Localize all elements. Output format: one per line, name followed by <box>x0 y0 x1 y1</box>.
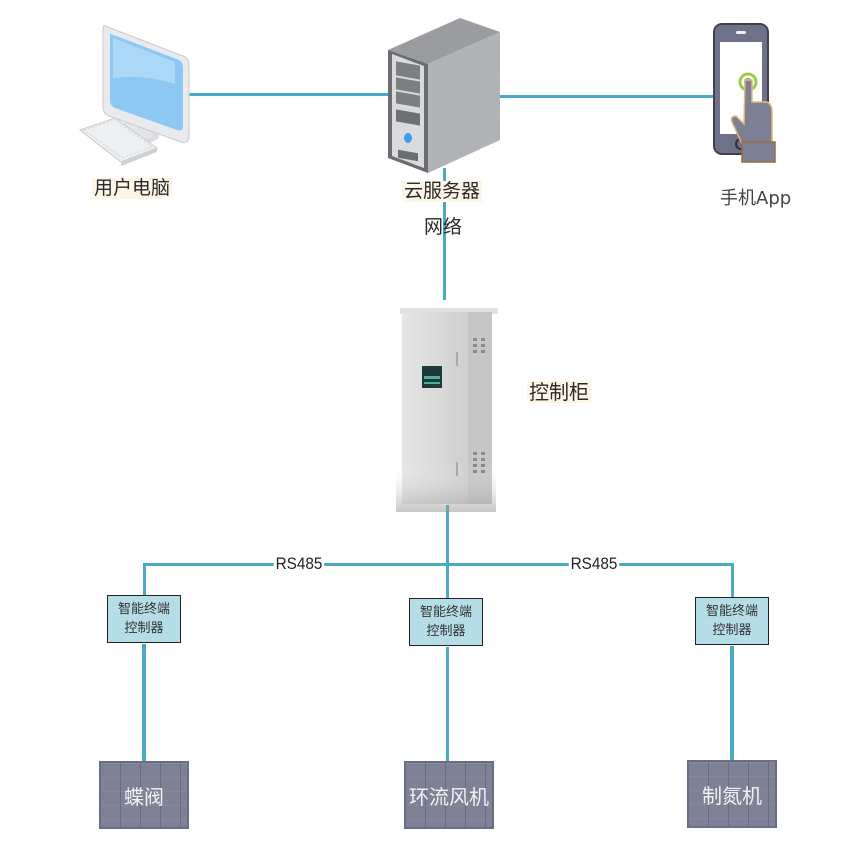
rs485-bus <box>143 563 734 566</box>
rs485-label-right: RS485 <box>568 554 620 573</box>
bus-drop-center <box>446 563 449 598</box>
link-pc-server <box>188 93 393 96</box>
control-cabinet-label: 控制柜 <box>527 380 591 404</box>
link-ctrl-center-device <box>446 647 449 762</box>
device-label: 蝶阀 <box>124 784 164 809</box>
terminal-controller-center: 智能终端 控制器 <box>409 598 483 646</box>
controller-label-line1: 智能终端 <box>705 604 758 619</box>
link-server-cabinet <box>443 168 446 300</box>
link-cabinet-bus <box>446 505 449 566</box>
device-butterfly-valve: 蝶阀 <box>99 761 189 829</box>
controller-label-line2: 控制器 <box>426 624 466 639</box>
user-pc-label: 用户电脑 <box>92 177 173 199</box>
controller-label-line1: 智能终端 <box>117 602 170 617</box>
controller-label-line2: 控制器 <box>712 623 752 638</box>
server-tower-icon <box>388 18 500 173</box>
desktop-computer-icon <box>75 18 190 168</box>
link-ctrl-right-device <box>730 646 734 761</box>
controller-label-line1: 智能终端 <box>419 605 472 620</box>
device-nitrogen-generator: 制氮机 <box>687 760 777 828</box>
link-server-phone <box>495 95 717 98</box>
link-ctrl-left-device <box>142 644 146 762</box>
terminal-controller-left: 智能终端 控制器 <box>107 595 181 643</box>
device-label: 制氮机 <box>702 783 762 808</box>
control-cabinet-icon <box>392 302 500 512</box>
network-label: 网络 <box>424 216 463 238</box>
smartphone-touch-icon <box>712 22 782 167</box>
device-label: 环流风机 <box>409 784 489 809</box>
terminal-controller-right: 智能终端 控制器 <box>695 597 769 645</box>
bus-drop-right <box>731 563 734 597</box>
mobile-app-label: 手机App <box>720 188 792 209</box>
bus-drop-left <box>143 563 146 595</box>
rs485-label-left: RS485 <box>273 554 325 573</box>
device-circulation-fan: 环流风机 <box>404 761 494 829</box>
controller-label-line2: 控制器 <box>124 621 164 636</box>
cloud-server-label: 云服务器 <box>402 180 483 202</box>
